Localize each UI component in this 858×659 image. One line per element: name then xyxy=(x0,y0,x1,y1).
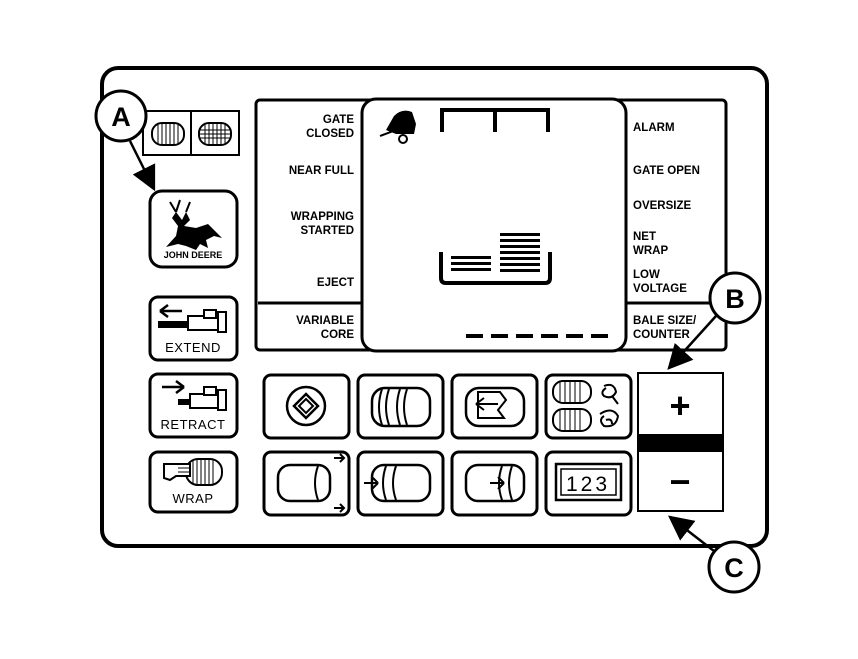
callout-b-leader xyxy=(667,315,717,370)
callout-c-letter: C xyxy=(724,553,744,583)
retract-button[interactable]: RETRACT xyxy=(148,372,239,439)
core-left-button[interactable] xyxy=(356,450,445,517)
wrapping-started-label-line1: WRAPPING xyxy=(291,211,354,223)
logo-text: JOHN DEERE xyxy=(164,250,223,260)
bale-size-icon xyxy=(276,453,346,513)
oversize-label: OVERSIZE xyxy=(633,200,691,212)
bale-indicator-boxes xyxy=(142,110,240,156)
gate-open-label: GATE OPEN xyxy=(633,165,700,177)
twine-net-icon xyxy=(552,380,620,432)
hand-bale-icon xyxy=(163,458,223,486)
plus-button[interactable]: + xyxy=(639,374,722,434)
variable-core-label-line1: VARIABLE xyxy=(296,315,354,327)
diamond-target-icon xyxy=(285,385,327,427)
low-voltage-label-line1: LOW xyxy=(633,269,660,281)
core-arrows-icon xyxy=(364,463,432,503)
extend-label: EXTEND xyxy=(165,340,221,355)
bale-rolls-icon xyxy=(370,386,432,428)
callout-b-letter: B xyxy=(725,284,745,314)
settings-button[interactable] xyxy=(262,373,351,440)
bale-size-counter-label-line2: COUNTER xyxy=(633,329,691,341)
baler-icon xyxy=(379,110,416,144)
callout-a-leader xyxy=(128,140,156,192)
near-full-label: NEAR FULL xyxy=(289,165,354,177)
core-right-button[interactable] xyxy=(450,450,539,517)
net-wrap-label-line2: WRAP xyxy=(633,245,668,257)
core-arrows-right-icon xyxy=(464,463,526,503)
low-voltage-label-line2: VOLTAGE xyxy=(633,283,687,295)
deer-logo-icon xyxy=(166,199,222,250)
eject-label: EJECT xyxy=(317,277,354,289)
net-wrap-label-line1: NET xyxy=(633,231,656,243)
gate-closed-label-line2: CLOSED xyxy=(306,128,354,140)
gate-closed-label-line1: GATE xyxy=(323,114,354,126)
wrapping-started-label-line2: STARTED xyxy=(301,225,354,237)
callout-c-leader xyxy=(668,515,715,552)
callout-b: B xyxy=(667,271,762,370)
wrap-button[interactable]: WRAP xyxy=(148,450,239,514)
gate-indicator-segments xyxy=(440,108,550,132)
cylinder-extend-icon xyxy=(158,304,227,333)
bale-density-button[interactable] xyxy=(356,373,445,440)
variable-core-label-line2: CORE xyxy=(321,329,355,341)
lcd-screen xyxy=(360,97,628,353)
bale-diameter-button[interactable] xyxy=(450,373,539,440)
plus-label: + xyxy=(669,385,690,426)
callout-a-letter: A xyxy=(111,102,131,132)
minus-label: − xyxy=(669,461,690,502)
counter-dash-segments xyxy=(466,334,608,338)
cylinder-retract-icon xyxy=(162,380,227,411)
extend-button[interactable]: EXTEND xyxy=(148,295,239,362)
counter-button[interactable]: 123 xyxy=(544,450,633,517)
wrap-mode-button[interactable] xyxy=(544,373,633,440)
bale-roll-icon xyxy=(151,122,185,146)
bale-chamber-outline xyxy=(439,252,552,285)
wrap-label: WRAP xyxy=(173,491,214,506)
callout-a: A xyxy=(94,89,156,192)
bale-size-counter-label-line1: BALE SIZE/ xyxy=(633,315,697,327)
bale-size-bargraph xyxy=(451,233,540,272)
alarm-label: ALARM xyxy=(633,122,675,134)
bale-size-adjust-button[interactable] xyxy=(262,450,351,517)
net-bale-icon xyxy=(198,122,232,146)
counter-digits: 123 xyxy=(566,473,610,496)
callout-c: C xyxy=(668,515,761,594)
bale-arrow-icon xyxy=(464,386,526,428)
minus-button[interactable]: − xyxy=(639,452,722,510)
retract-label: RETRACT xyxy=(161,417,226,432)
john-deere-logo-button[interactable]: JOHN DEERE xyxy=(148,189,239,269)
